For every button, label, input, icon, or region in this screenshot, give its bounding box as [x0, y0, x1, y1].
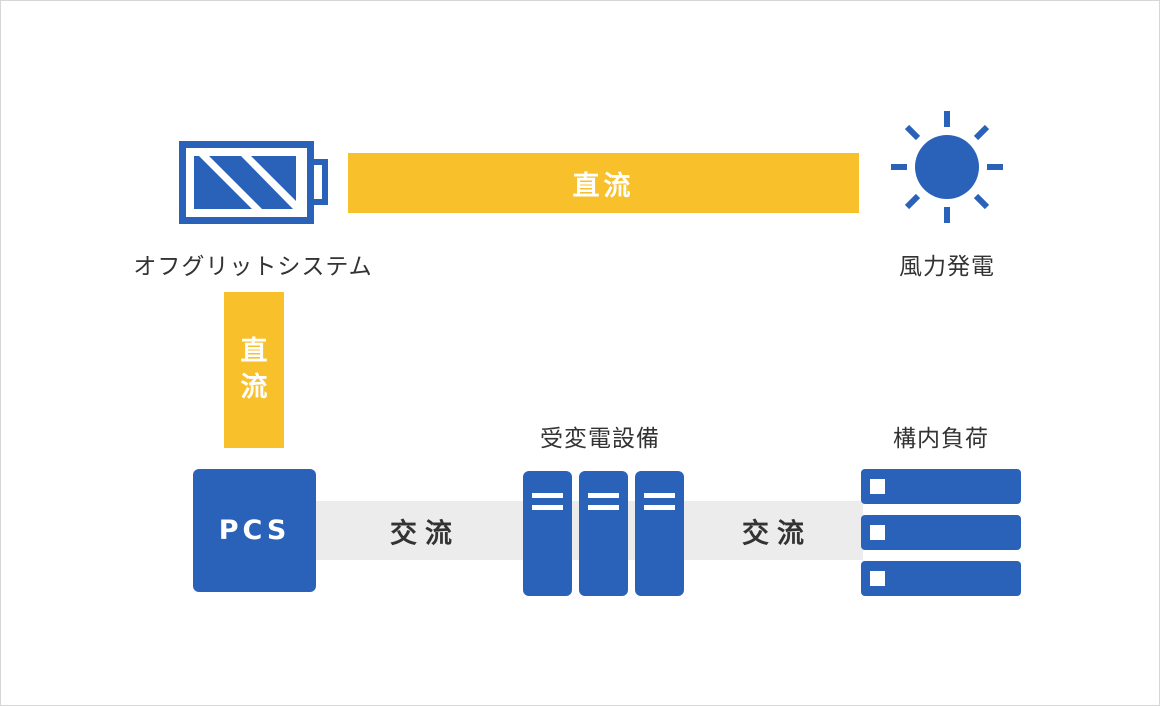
load-list-icon	[861, 469, 1021, 504]
wind-power-label: 風力発電	[899, 254, 995, 280]
server-rack-icon	[635, 471, 684, 596]
pcs-label: PCS	[218, 515, 291, 546]
offgrid-system-label: オフグリットシステム	[133, 254, 373, 280]
server-rack-icon	[523, 471, 572, 596]
dc-label-char-1: 直	[240, 336, 268, 367]
dc-link-horizontal: 直流	[348, 153, 859, 213]
dc-label-char-2: 流	[240, 372, 268, 403]
sun-icon	[891, 111, 1003, 223]
ac-label-2: 交流	[742, 518, 812, 550]
load-list-icon	[861, 515, 1021, 550]
dc-label: 直流	[572, 170, 635, 202]
load-label: 構内負荷	[893, 426, 989, 452]
ac-label-1: 交流	[390, 518, 460, 550]
pcs-box: PCS	[193, 469, 316, 592]
load-list-icon	[861, 561, 1021, 596]
substation-label: 受変電設備	[540, 426, 660, 452]
server-rack-icon	[579, 471, 628, 596]
dc-link-vertical: 直 流	[224, 292, 284, 448]
battery-icon	[179, 141, 328, 224]
